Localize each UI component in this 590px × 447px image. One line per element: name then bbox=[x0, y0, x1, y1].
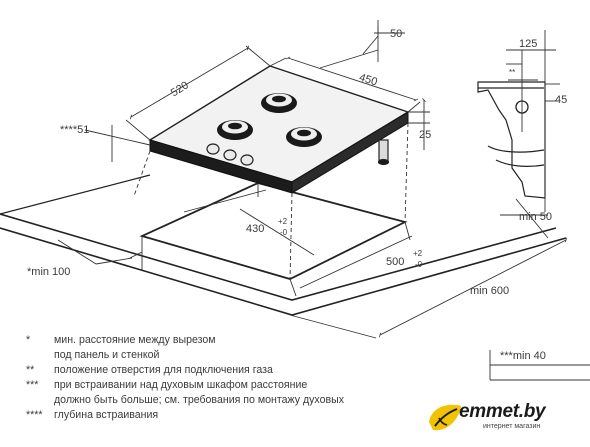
footnote-2: ** положение отверстия для подключения г… bbox=[26, 363, 426, 378]
dim-51: ****51 bbox=[60, 124, 89, 136]
dim-50-top: 50 bbox=[390, 28, 402, 40]
logo-tagline: интернет магазин bbox=[483, 423, 541, 430]
footnote-text: положение отверстия для подключения газа bbox=[54, 363, 273, 376]
footnote-marker: * bbox=[26, 334, 31, 346]
footnote-text: глубина встраивания bbox=[54, 408, 159, 421]
dimension-lines bbox=[57, 20, 590, 381]
dim-520: 520 bbox=[169, 79, 191, 99]
gas-position-marker: ** bbox=[509, 68, 515, 77]
logo-name: emmet.by bbox=[459, 401, 546, 422]
dim-500-tol-plus: +2 bbox=[413, 249, 423, 258]
dimension-labels: 50 520 450 ****51 25 430 +2 -0 500 +2 -0… bbox=[27, 28, 567, 362]
footnote-text: мин. расстояние между вырезом bbox=[54, 334, 216, 346]
control-knobs bbox=[206, 143, 254, 166]
footnote-text: должно быть больше; см. требования по мо… bbox=[54, 393, 345, 406]
gas-connector bbox=[377, 139, 390, 166]
footnote-text: под панель и стенкой bbox=[54, 348, 160, 361]
emmet-leaf-icon bbox=[429, 404, 461, 431]
dim-min40: ***min 40 bbox=[500, 350, 546, 362]
dim-125: 125 bbox=[519, 38, 537, 50]
footnote-3: *** при встраивании над духовым шкафом р… bbox=[26, 378, 426, 393]
footnote-marker: **** bbox=[26, 408, 43, 421]
burner-left bbox=[217, 120, 253, 140]
dim-min50: min 50 bbox=[519, 211, 552, 223]
dim-25: 25 bbox=[419, 129, 431, 141]
footnote-marker: ** bbox=[26, 363, 35, 376]
dim-430-tol-minus: -0 bbox=[280, 228, 288, 237]
burner-right bbox=[286, 127, 322, 147]
footnote-1: * мин. расстояние между вырезом bbox=[26, 333, 426, 348]
footnote-4: **** глубина встраивания bbox=[26, 408, 426, 423]
footnotes: * мин. расстояние между вырезом под пане… bbox=[26, 333, 426, 422]
emmet-logo[interactable]: emmet.by интернет магазин bbox=[425, 398, 590, 438]
section-detail bbox=[477, 30, 560, 212]
footnote-text: при встраивании над духовым шкафом расст… bbox=[54, 378, 308, 391]
dim-430-tol-plus: +2 bbox=[278, 217, 288, 226]
dim-min100: *min 100 bbox=[27, 266, 70, 278]
cutout-outline bbox=[139, 182, 408, 280]
dim-min600: min 600 bbox=[470, 285, 509, 297]
dim-500-tol-minus: -0 bbox=[415, 260, 423, 269]
dim-430: 430 bbox=[246, 223, 264, 235]
footnote-marker: *** bbox=[26, 378, 39, 391]
dim-45: 45 bbox=[555, 94, 567, 106]
burner-rear bbox=[261, 93, 297, 113]
dim-500: 500 bbox=[386, 256, 404, 268]
dim-450: 450 bbox=[358, 72, 379, 89]
